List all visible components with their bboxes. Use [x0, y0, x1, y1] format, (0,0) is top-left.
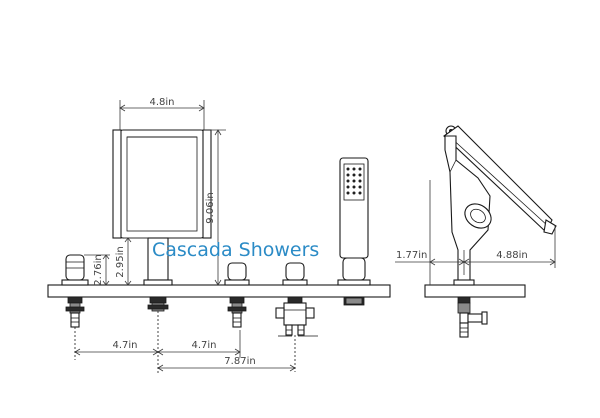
brand-watermark: Cascada Showers: [152, 239, 319, 261]
side-body: [444, 135, 492, 338]
dim-side-setback: 1.77in: [396, 250, 427, 261]
side-lever: [443, 125, 557, 235]
dim-overall-span: 7.87in: [224, 356, 255, 367]
dim-side-reach: 4.88in: [496, 250, 527, 261]
dim-handle-height: 2.76in: [93, 254, 104, 285]
middle-handle-valve: [224, 262, 250, 328]
dim-spacing-1: 4.7in: [112, 340, 137, 351]
front-view: 4.8in 9.06in 2.76in 2.95in 4.7in: [47, 97, 391, 375]
side-deck-plate: [424, 284, 526, 298]
front-dimensions: 4.8in 9.06in 2.76in 2.95in 4.7in: [74, 97, 296, 372]
side-view: 1.77in 4.88in: [395, 125, 557, 338]
dim-spacing-2: 4.7in: [191, 340, 216, 351]
spray-holes: [346, 167, 362, 195]
dim-spout-height: 9.06in: [205, 192, 216, 223]
deck-plate: [47, 284, 391, 298]
waterfall-spout: [112, 129, 212, 375]
left-handle-valve: [61, 254, 89, 360]
side-dimensions: 1.77in 4.88in: [395, 180, 556, 285]
dim-spout-width: 4.8in: [149, 97, 174, 108]
hand-shower: [337, 157, 371, 306]
dim-handle-to-spout: 2.95in: [115, 246, 126, 277]
diverter-valve: [275, 262, 318, 372]
